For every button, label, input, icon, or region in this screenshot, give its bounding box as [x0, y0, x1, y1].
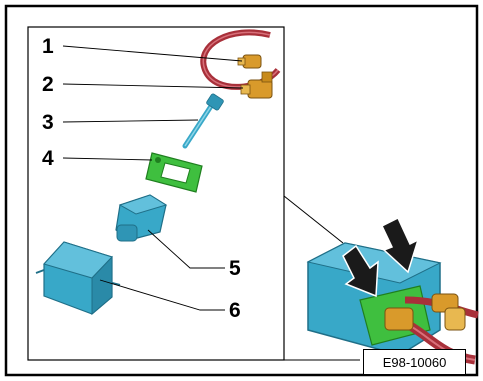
callout-number-4: 4 [42, 147, 54, 170]
callout-number-2: 2 [42, 73, 54, 96]
cable-assembly [200, 29, 281, 99]
probe-pin [182, 93, 224, 149]
callout-number-5: 5 [229, 257, 241, 280]
callout-number-6: 6 [229, 299, 241, 322]
connector-small [237, 54, 262, 69]
leader-line-5 [147, 229, 225, 269]
leader-line-1 [62, 45, 243, 62]
leader-line-2 [62, 83, 244, 89]
detail-view [306, 242, 479, 365]
retaining-frame [145, 152, 203, 193]
zoom-line [283, 195, 344, 244]
callout-number-3: 3 [42, 111, 54, 134]
push-arrow [342, 244, 379, 298]
figure-code-box: E98-10060 [363, 349, 466, 375]
outer-border [4, 4, 479, 377]
push-arrow [381, 216, 420, 274]
leader-line-6 [99, 279, 225, 311]
sensor-housing [35, 241, 121, 316]
leader-line-3 [62, 119, 199, 123]
callout-number-1: 1 [42, 35, 54, 58]
leader-line-4 [62, 157, 153, 161]
inner-panel [27, 26, 285, 361]
figure-code: E98-10060 [382, 354, 447, 370]
plug-housing [115, 194, 168, 242]
connector-large [240, 71, 273, 99]
